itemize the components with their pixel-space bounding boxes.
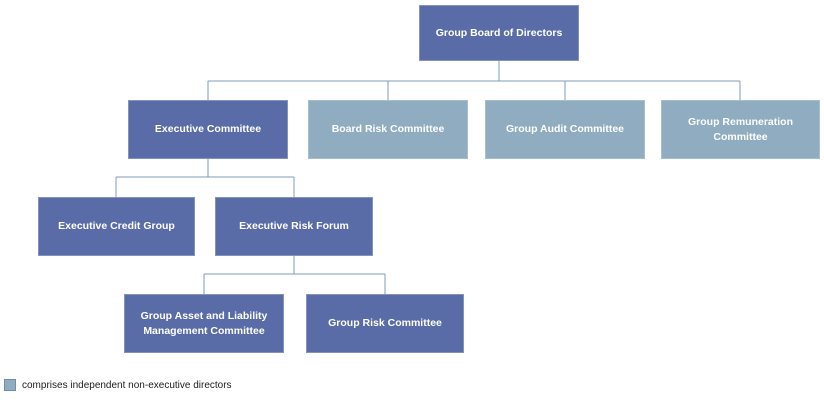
node-label: Executive Credit Group [58, 220, 175, 233]
node-label: Group Risk Committee [328, 317, 442, 330]
node-executive-credit-group: Executive Credit Group [38, 197, 195, 256]
node-label: Group Audit Committee [505, 123, 625, 136]
node-board-risk-committee: Board Risk Committee [308, 100, 468, 159]
node-executive-committee: Executive Committee [128, 100, 288, 159]
node-label: Group Asset and Liability Management Com… [140, 310, 268, 337]
node-label: Group Board of Directors [435, 26, 563, 39]
node-group-audit-committee: Group Audit Committee [485, 100, 645, 159]
legend-swatch-independent [4, 379, 16, 391]
node-group-risk-committee: Group Risk Committee [306, 294, 464, 353]
node-group-board-of-directors: Group Board of Directors [419, 5, 579, 61]
legend-label: comprises independent non-executive dire… [22, 379, 232, 391]
node-label: Board Risk Committee [331, 123, 445, 136]
node-label: Group Remuneration Committee [687, 116, 793, 143]
node-group-remuneration-committee: Group Remuneration Committee [661, 100, 820, 159]
node-group-asset-liability-management-committee: Group Asset and Liability Management Com… [124, 294, 284, 353]
node-label: Executive Risk Forum [239, 220, 349, 233]
node-executive-risk-forum: Executive Risk Forum [215, 197, 373, 256]
legend: comprises independent non-executive dire… [4, 379, 232, 391]
node-label: Executive Committee [154, 123, 262, 136]
